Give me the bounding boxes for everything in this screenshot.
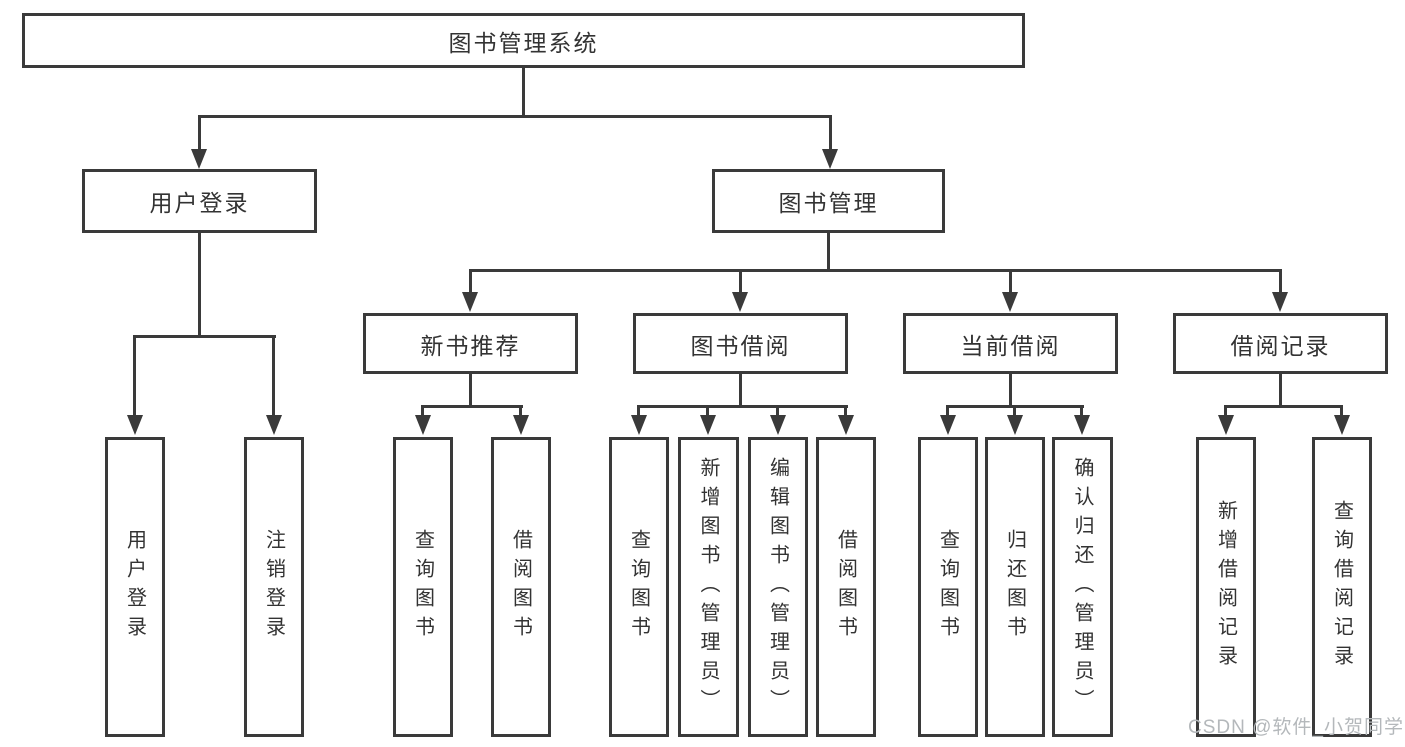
leaf-query-books-recommend-label: 查询图书	[411, 529, 434, 645]
node-borrow-records-label: 借阅记录	[1230, 332, 1331, 359]
connector-drop-book-management	[829, 115, 832, 151]
connector-drop	[519, 405, 522, 417]
connector-new-book-stem	[469, 374, 472, 407]
leaf-borrow-books-label: 借阅图书	[834, 529, 857, 645]
node-new-book-recommend: 新书推荐	[363, 313, 578, 374]
leaf-return-books: 归还图书	[985, 437, 1045, 737]
node-book-borrow-label: 图书借阅	[690, 332, 791, 359]
arrow-down-icon	[700, 415, 716, 435]
node-current-borrow-label: 当前借阅	[960, 332, 1061, 359]
connector-drop	[1224, 405, 1227, 417]
arrow-down-icon	[462, 292, 478, 312]
connector-drop	[1340, 405, 1343, 417]
arrow-down-icon	[415, 415, 431, 435]
node-user-login: 用户登录	[82, 169, 317, 233]
arrow-down-icon	[940, 415, 956, 435]
connector-borrow-records-stem	[1279, 374, 1282, 407]
arrow-down-icon	[127, 415, 143, 435]
leaf-query-books-current-label: 查询图书	[936, 529, 959, 645]
connector-drop	[844, 405, 847, 417]
arrow-down-icon	[1002, 292, 1018, 312]
connector-borrow-records-bar	[1225, 405, 1343, 408]
arrow-down-icon	[1007, 415, 1023, 435]
leaf-add-book-admin: 新增图书（管理员）	[678, 437, 739, 737]
connector-drop-borrow-records	[1279, 269, 1282, 294]
arrow-down-icon	[822, 149, 838, 169]
connector-book-management-bar	[469, 269, 1282, 272]
arrow-down-icon	[732, 292, 748, 312]
connector-drop-user-login	[198, 115, 201, 151]
connector-drop-logout-leaf	[272, 335, 275, 417]
arrow-down-icon	[1334, 415, 1350, 435]
leaf-query-books-recommend: 查询图书	[393, 437, 453, 737]
arrow-down-icon	[191, 149, 207, 169]
connector-drop-new-book	[469, 269, 472, 294]
node-book-management: 图书管理	[712, 169, 945, 233]
arrow-down-icon	[838, 415, 854, 435]
connector-book-borrow-bar	[638, 405, 848, 408]
leaf-logout-label: 注销登录	[262, 529, 285, 645]
leaf-borrow-books-recommend-label: 借阅图书	[509, 529, 532, 645]
leaf-add-borrow-record: 新增借阅记录	[1196, 437, 1256, 737]
leaf-edit-book-admin: 编辑图书（管理员）	[748, 437, 808, 737]
connector-drop	[706, 405, 709, 417]
leaf-user-login: 用户登录	[105, 437, 165, 737]
node-library-system-label: 图书管理系统	[448, 29, 599, 56]
arrow-down-icon	[513, 415, 529, 435]
arrow-down-icon	[1218, 415, 1234, 435]
connector-root-stem	[522, 68, 525, 116]
connector-root-bar	[199, 115, 832, 118]
connector-drop-book-borrow	[739, 269, 742, 294]
connector-current-borrow-stem	[1009, 374, 1012, 407]
arrow-down-icon	[1272, 292, 1288, 312]
leaf-borrow-books: 借阅图书	[816, 437, 876, 737]
connector-drop	[1080, 405, 1083, 417]
leaf-return-books-label: 归还图书	[1003, 529, 1026, 645]
leaf-edit-book-admin-label: 编辑图书（管理员）	[766, 456, 789, 718]
leaf-add-borrow-record-label: 新增借阅记录	[1214, 500, 1237, 674]
arrow-down-icon	[266, 415, 282, 435]
connector-drop-login-leaf	[133, 335, 136, 417]
connector-book-management-stem	[827, 233, 830, 271]
node-new-book-recommend-label: 新书推荐	[420, 332, 521, 359]
connector-drop-current-borrow	[1009, 269, 1012, 294]
connector-drop	[946, 405, 949, 417]
csdn-watermark: CSDN @软件_小贺同学	[1188, 717, 1404, 738]
connector-drop	[637, 405, 640, 417]
arrow-down-icon	[1074, 415, 1090, 435]
leaf-add-book-admin-label: 新增图书（管理员）	[697, 456, 719, 718]
leaf-borrow-books-recommend: 借阅图书	[491, 437, 551, 737]
arrow-down-icon	[631, 415, 647, 435]
connector-new-book-bar	[422, 405, 523, 408]
node-user-login-label: 用户登录	[149, 190, 250, 216]
leaf-query-books-current: 查询图书	[918, 437, 978, 737]
leaf-query-borrow-record: 查询借阅记录	[1312, 437, 1372, 737]
node-book-borrow: 图书借阅	[633, 313, 848, 374]
leaf-query-books-borrow: 查询图书	[609, 437, 669, 737]
leaf-user-login-label: 用户登录	[123, 529, 146, 645]
node-current-borrow: 当前借阅	[903, 313, 1118, 374]
leaf-query-books-borrow-label: 查询图书	[627, 529, 650, 645]
connector-drop	[421, 405, 424, 417]
connector-drop	[776, 405, 779, 417]
leaf-query-borrow-record-label: 查询借阅记录	[1330, 500, 1353, 674]
connector-user-login-stem	[198, 233, 201, 337]
node-book-management-label: 图书管理	[778, 190, 879, 216]
node-borrow-records: 借阅记录	[1173, 313, 1388, 374]
connector-book-borrow-stem	[739, 374, 742, 407]
leaf-logout: 注销登录	[244, 437, 304, 737]
arrow-down-icon	[770, 415, 786, 435]
connector-user-login-bar	[134, 335, 276, 338]
leaf-confirm-return-admin: 确认归还（管理员）	[1052, 437, 1113, 737]
leaf-confirm-return-admin-label: 确认归还（管理员）	[1071, 456, 1093, 718]
node-library-system: 图书管理系统	[22, 13, 1025, 68]
connector-drop	[1013, 405, 1016, 417]
